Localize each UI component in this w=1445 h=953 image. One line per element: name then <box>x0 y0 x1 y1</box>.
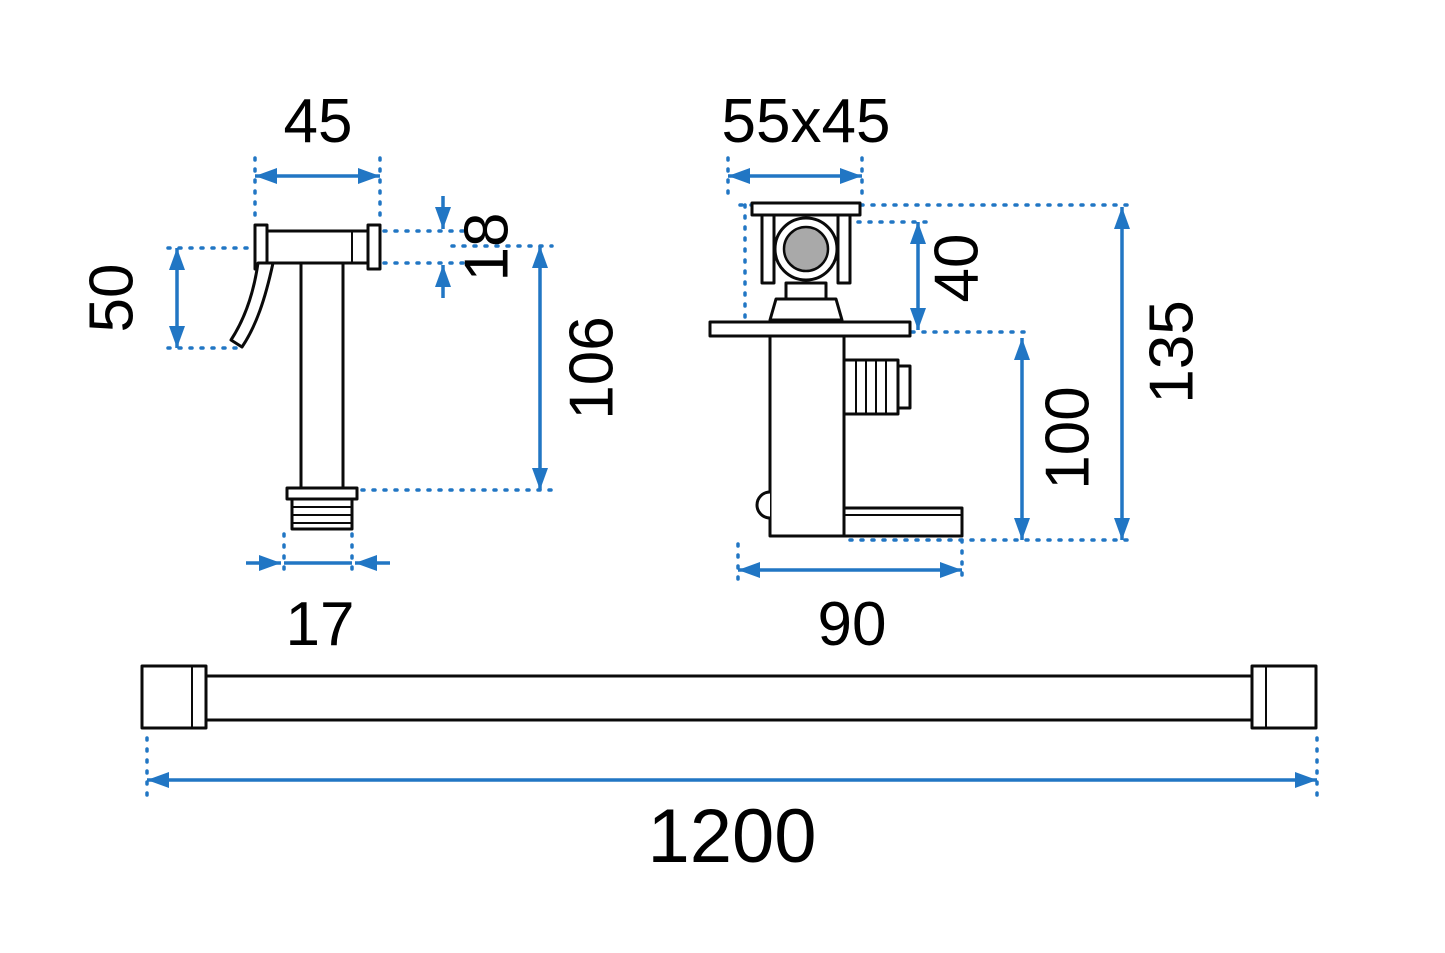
dim-label-sprayer-head-height: 50 <box>78 264 147 333</box>
hose-drawing <box>140 664 1318 730</box>
dim-label-sprayer-top-width: 45 <box>284 87 353 156</box>
dim-label-sprayer-body-length: 106 <box>558 316 627 419</box>
dim-label-hose-length: 1200 <box>647 794 816 879</box>
dim-label-valve-top-size: 55x45 <box>722 87 891 156</box>
dim-label-valve-handle-height: 40 <box>923 234 992 303</box>
valve-drawing <box>708 201 964 538</box>
sprayer-head-right-cap <box>366 223 382 271</box>
valve-handle-left-arm <box>760 213 776 285</box>
dim-label-valve-base-width: 90 <box>818 590 887 659</box>
dim-label-valve-body-height: 100 <box>1034 386 1103 489</box>
sprayer-dimension-labels: 45 50 18 106 17 <box>78 87 627 659</box>
hose-dimension-guides <box>145 736 1319 798</box>
valve-dimension-labels: 55x45 40 100 135 90 <box>722 87 1207 659</box>
dim-label-valve-total-height: 135 <box>1138 300 1207 403</box>
valve-mounting-plate <box>708 320 912 338</box>
hose-right-fitting <box>1250 664 1318 730</box>
valve-handle-wheel-inner <box>782 225 830 273</box>
dim-label-sprayer-outlet-width: 17 <box>286 590 355 659</box>
sprayer-dimensions <box>169 168 548 571</box>
valve-side-boss <box>755 490 771 520</box>
hose-dimension-labels: 1200 <box>647 794 816 879</box>
sprayer-body-tube <box>299 261 345 490</box>
sprayer-drawing <box>229 223 382 531</box>
dim-label-sprayer-head-thickness: 18 <box>453 213 522 282</box>
valve-dimensions <box>728 168 1130 578</box>
sprayer-trigger-lever <box>229 261 275 349</box>
valve-outlet-tip <box>896 364 912 410</box>
valve-collar <box>768 297 844 322</box>
valve-body <box>768 334 846 538</box>
valve-stem <box>784 281 828 301</box>
sprayer-outlet-flange <box>285 486 359 501</box>
hose-body <box>204 674 1254 722</box>
hose-left-fitting <box>140 664 208 730</box>
valve-outlet-nipple <box>842 358 900 416</box>
valve-handle-right-arm <box>836 213 852 285</box>
valve-handle-top-bar <box>750 201 862 217</box>
valve-bottom-spout <box>842 506 964 538</box>
